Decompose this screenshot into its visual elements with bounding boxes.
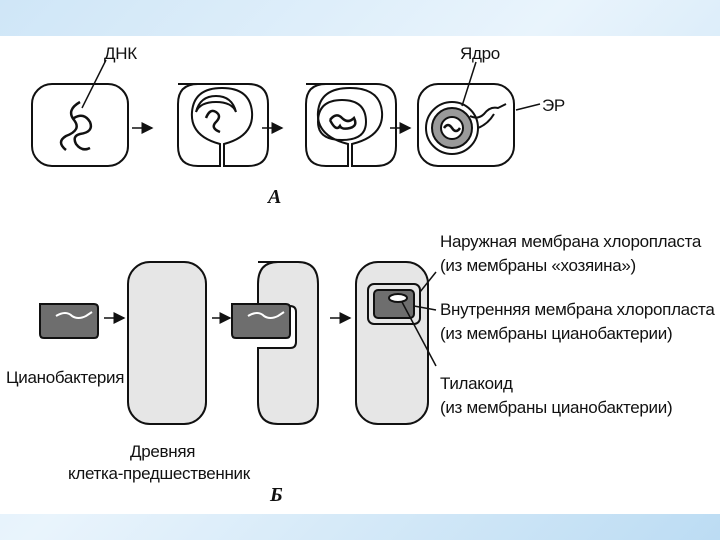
nucleus-label: Ядро [460,44,500,63]
inner-membrane-label-line1: Внутренняя мембрана хлоропласта [440,300,715,319]
cyanobacterium-shape [39,303,99,339]
er-label: ЭР [542,96,565,115]
inner-membrane-label-line2: (из мембраны цианобактерии) [440,324,673,343]
panel-a-stage-3 [305,83,397,167]
panel-a-stage-1 [31,59,129,167]
chloroplast-cell-shape [355,261,437,425]
ancient-cell-label-line1: Древняя [130,442,196,461]
outer-membrane-label-line1: Наружная мембрана хлоропласта [440,232,702,251]
panel-a-stage-2 [177,83,269,167]
thylakoid-label-line1: Тилакоид [440,374,513,393]
ancient-cell-shape [127,261,207,425]
ancient-cell-label-line2: клетка-предшественник [68,464,250,483]
cyanobacterium-label: Цианобактерия [6,368,125,387]
panel-a-stage-4 [417,61,541,167]
engulfing-cell-shape [231,261,319,425]
panel-a-letter: А [268,186,282,208]
outer-membrane-label-line2: (из мембраны «хозяина») [440,256,636,275]
thylakoid-label-line2: (из мембраны цианобактерии) [440,398,673,417]
dna-label: ДНК [104,44,137,63]
panel-b-letter: Б [270,484,283,506]
